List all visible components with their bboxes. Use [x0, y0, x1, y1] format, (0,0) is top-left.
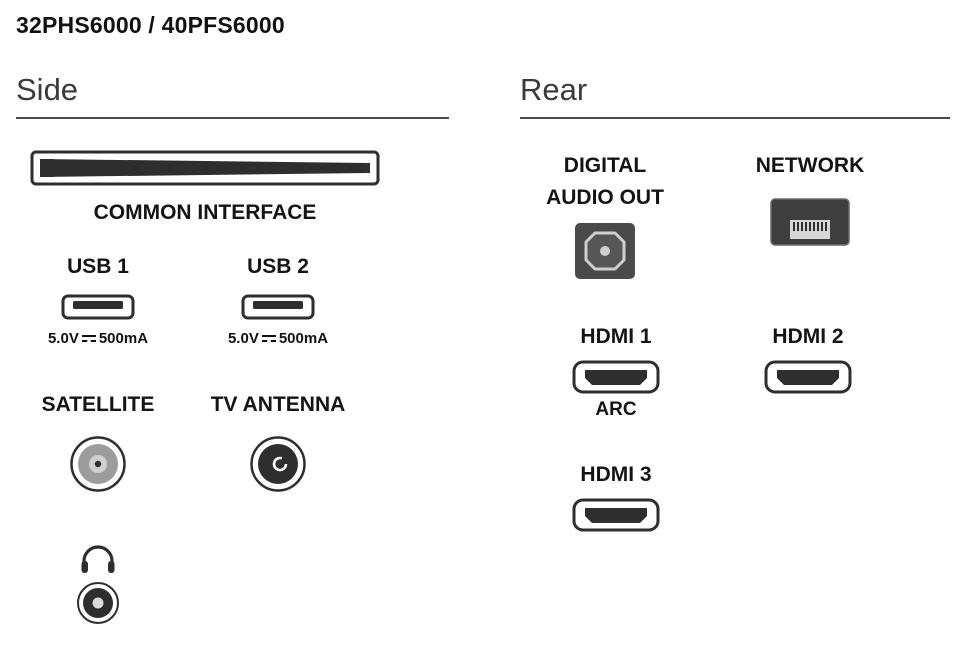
usb1-group: USB 1 5.0V 500mA — [18, 252, 178, 347]
hdmi1-arc-label: ARC — [595, 399, 637, 420]
usb1-label: USB 1 — [67, 255, 129, 278]
optical-audio-port-icon — [574, 222, 636, 280]
usb2-group: USB 2 5.0V 500mA — [198, 252, 358, 347]
rear-section-heading: Rear — [520, 72, 588, 107]
satellite-connector-icon — [69, 435, 127, 493]
common-interface-slot-icon — [30, 150, 380, 186]
side-section-heading: Side — [16, 72, 79, 107]
headphone-jack-icon — [76, 581, 120, 625]
headphone-group — [18, 542, 178, 625]
usb-port-icon — [241, 294, 315, 320]
digital-audio-out-label-line1: DIGITAL — [563, 154, 647, 177]
tv-antenna-label: TV ANTENNA — [210, 393, 346, 416]
hdmi-port-icon — [572, 498, 660, 532]
dc-symbol-icon — [81, 333, 97, 345]
ethernet-port-icon — [770, 198, 850, 246]
usb2-power-spec: 5.0V 500mA — [228, 330, 328, 347]
usb-port-icon — [61, 294, 135, 320]
common-interface-label: COMMON INTERFACE — [93, 201, 317, 224]
digital-audio-out-group: DIGITAL AUDIO OUT — [525, 150, 685, 280]
usb2-label: USB 2 — [247, 255, 309, 278]
tv-antenna-group: TV ANTENNA — [198, 390, 358, 493]
hdmi2-label: HDMI 2 — [772, 325, 844, 348]
hdmi3-label: HDMI 3 — [580, 463, 652, 486]
tv-antenna-connector-icon — [249, 435, 307, 493]
page-title: 32PHS6000 / 40PFS6000 — [16, 12, 285, 38]
side-section-divider — [16, 117, 449, 119]
usb1-voltage: 5.0V — [47, 330, 79, 347]
dc-symbol-icon — [261, 333, 277, 345]
hdmi1-group: HDMI 1 ARC — [536, 322, 696, 421]
satellite-label: SATELLITE — [41, 393, 155, 416]
network-group: NETWORK — [730, 150, 890, 246]
hdmi2-group: HDMI 2 — [728, 322, 888, 394]
satellite-group: SATELLITE — [18, 390, 178, 493]
network-label: NETWORK — [755, 154, 865, 177]
usb1-current: 500mA — [98, 330, 149, 347]
digital-audio-out-label-line2: AUDIO OUT — [546, 186, 664, 209]
rear-section-divider — [520, 117, 950, 119]
hdmi1-label: HDMI 1 — [580, 325, 652, 348]
hdmi3-group: HDMI 3 — [536, 460, 696, 532]
usb2-voltage: 5.0V — [227, 330, 259, 347]
usb1-power-spec: 5.0V 500mA — [48, 330, 148, 347]
hdmi-port-icon — [764, 360, 852, 394]
headphones-icon — [79, 542, 117, 574]
hdmi-port-icon — [572, 360, 660, 394]
usb2-current: 500mA — [278, 330, 329, 347]
